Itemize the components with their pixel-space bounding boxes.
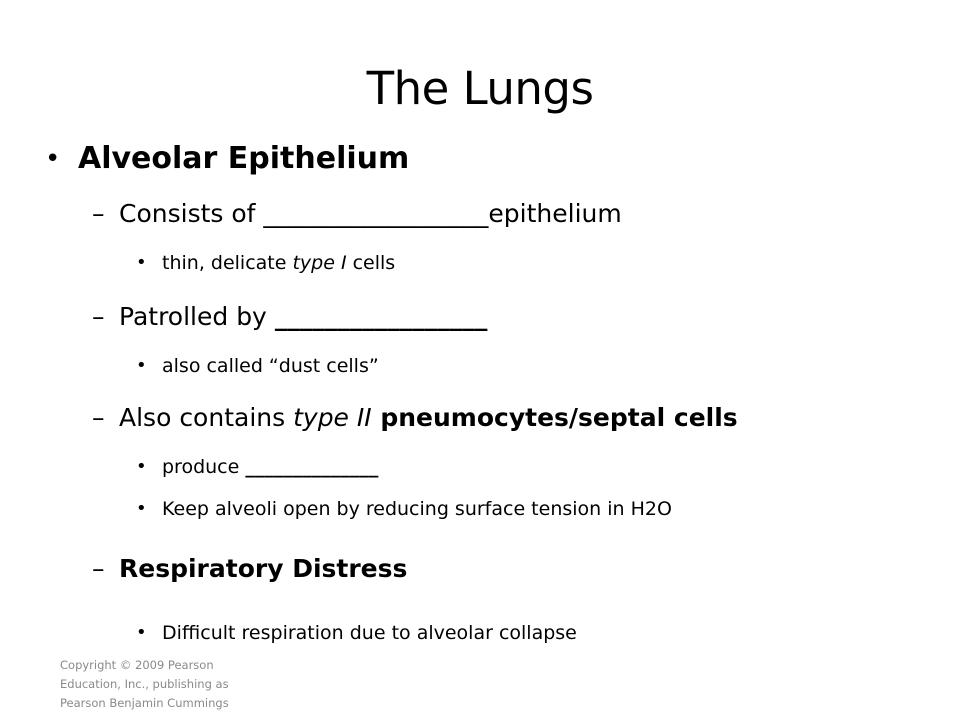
dash-icon: – bbox=[92, 199, 105, 228]
dash-icon: – bbox=[92, 302, 105, 331]
bullet-icon: • bbox=[136, 355, 147, 376]
dash-icon: – bbox=[92, 554, 105, 583]
fill-in-blank: ______________ bbox=[245, 456, 379, 478]
item-text: cells bbox=[346, 252, 396, 274]
item-italic-text: type I bbox=[292, 252, 347, 274]
bullet-icon: • bbox=[136, 498, 147, 519]
list-item-respiratory-distress: Respiratory Distress bbox=[119, 554, 408, 583]
fill-in-blank: _________________ bbox=[274, 302, 488, 331]
slide-title: The Lungs bbox=[366, 62, 594, 115]
heading-alveolar-epithelium: Alveolar Epithelium bbox=[78, 141, 410, 176]
item-text: Also contains bbox=[119, 403, 294, 432]
item-text: epithelium bbox=[488, 199, 622, 228]
item-text: produce bbox=[162, 456, 246, 478]
copyright-notice: Copyright © 2009 Pearson Education, Inc.… bbox=[60, 658, 229, 710]
sub-item-produce: produce ______________ bbox=[162, 454, 378, 480]
list-item-consists-of: Consists of __________________epithelium bbox=[119, 198, 622, 230]
bullet-icon: • bbox=[45, 144, 61, 174]
sub-item-dust-cells: also called “dust cells” bbox=[162, 355, 379, 377]
dash-icon: – bbox=[92, 403, 105, 432]
item-bold-text: pneumocytes/septal cells bbox=[371, 403, 738, 432]
sub-item-keep-alveoli-open: Keep alveoli open by reducing surface te… bbox=[162, 498, 672, 520]
list-item-also-contains: Also contains type II pneumocytes/septal… bbox=[119, 402, 738, 434]
bullet-icon: • bbox=[136, 622, 147, 643]
item-italic-text: type II bbox=[293, 403, 372, 432]
fill-in-blank: __________________ bbox=[263, 199, 489, 228]
item-text: Consists of bbox=[119, 199, 264, 228]
item-text: Patrolled by bbox=[119, 302, 275, 331]
sub-item-type-i-cells: thin, delicate type I cells bbox=[162, 250, 395, 276]
bullet-icon: • bbox=[136, 252, 147, 273]
list-item-patrolled-by: Patrolled by _________________ bbox=[119, 301, 487, 333]
item-text: thin, delicate bbox=[162, 252, 293, 274]
sub-item-difficult-respiration: Difficult respiration due to alveolar co… bbox=[162, 622, 577, 644]
bullet-icon: • bbox=[136, 456, 147, 477]
